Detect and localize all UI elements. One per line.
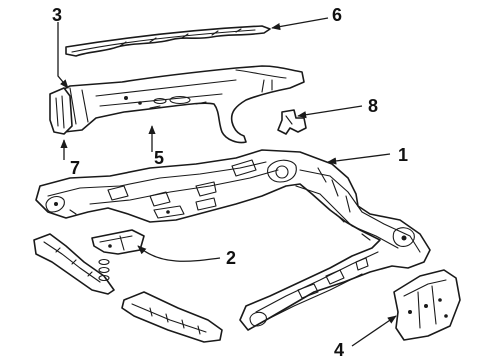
part-7-end-plate bbox=[49, 87, 73, 135]
callout-7: 7 bbox=[70, 158, 80, 178]
leader-lines bbox=[57, 17, 397, 347]
callout-2: 2 bbox=[226, 248, 236, 268]
leader-1 bbox=[327, 153, 391, 165]
callout-1: 1 bbox=[398, 145, 408, 165]
leader-8 bbox=[297, 105, 363, 119]
part-4-side-bracket bbox=[393, 269, 461, 341]
part-5-front-rail bbox=[53, 65, 305, 144]
leader-3 bbox=[57, 22, 69, 89]
leader-6 bbox=[271, 17, 329, 31]
callout-labels: 1 2 3 4 5 6 7 8 bbox=[52, 5, 408, 360]
callout-4: 4 bbox=[334, 340, 344, 360]
callout-5: 5 bbox=[154, 148, 164, 168]
part-1-subframe bbox=[35, 149, 431, 331]
leader-2 bbox=[137, 245, 221, 262]
callout-3: 3 bbox=[52, 5, 62, 25]
part-2-mount-brackets bbox=[33, 229, 223, 343]
part-8-bracket bbox=[277, 109, 307, 135]
leader-4 bbox=[351, 315, 397, 347]
callout-8: 8 bbox=[368, 96, 378, 116]
callout-6: 6 bbox=[332, 5, 342, 25]
part-6-upper-reinforcement bbox=[65, 25, 271, 57]
